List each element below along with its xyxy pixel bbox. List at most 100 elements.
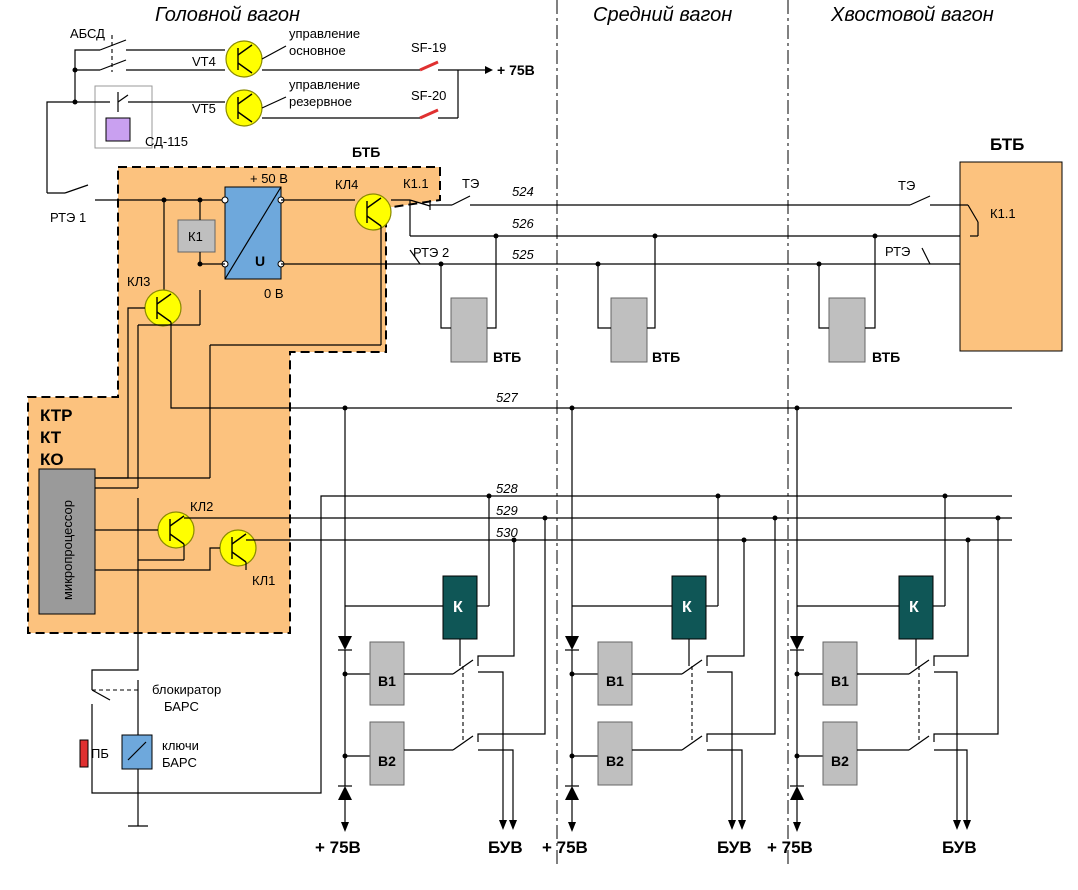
diode-top-tail [790,636,804,650]
rte1-contact [64,184,89,194]
buv-label-middle: БУВ [717,838,752,857]
control-main-label-2: основное [289,43,346,58]
arrow-down [793,822,801,832]
te-tail-label: ТЭ [898,178,915,193]
microprocessor [38,468,96,615]
b1-label-head: В1 [378,673,396,689]
rte2-contact [409,249,421,265]
control-block [27,166,441,634]
buv-line-1 [707,671,733,820]
pb-label: ПБ [91,746,109,761]
diode-top-head [338,636,352,650]
converter-u-label: U [255,253,265,269]
header-head-car: Головной вагон [155,4,300,26]
junction-dot [486,493,492,499]
btb-head-label: БТБ [352,144,380,160]
wire-526-label: 526 [512,216,534,231]
header-middle-car: Средний вагон [593,4,732,26]
plus75-bottom-label-middle: + 75В [542,838,588,857]
buv-line-2 [934,749,968,820]
plus75-bottom-label-tail: + 75В [767,838,813,857]
k1-relay [177,219,216,253]
buv-line-2 [478,749,514,820]
kl3-label: КЛ3 [127,274,150,289]
relay-k-middle [671,575,707,640]
arrow-down [738,820,746,830]
junction-dot [715,493,721,499]
b1-tail [822,641,858,706]
pb-button[interactable] [79,739,89,768]
junction-dot [794,671,800,677]
b2-label-head: В2 [378,753,396,769]
junction-dot [772,515,778,521]
junction-dot [569,671,575,677]
vtb-head [438,233,499,363]
contact-link-529 [933,518,999,742]
b1-label-tail: В1 [831,673,849,689]
kl4-transistor [354,193,392,231]
control-main-label-1: управление [289,26,360,41]
sf20-fuse [419,108,439,120]
wire-524-label: 524 [512,184,534,199]
arrow-down [341,822,349,832]
buv-line-1 [934,671,958,820]
kt-label: КТ [40,428,62,447]
btb-tail-label: БТБ [990,135,1024,154]
sd115-contact [117,94,129,103]
kl1-label: КЛ1 [252,573,275,588]
rte-tail-label: РТЭ [885,244,910,259]
b1-middle [597,641,633,706]
wire-529-label: 529 [496,503,518,518]
relay-k-tail [898,575,934,640]
buv-label-head: БУВ [488,838,523,857]
plus50-label: + 50 В [250,171,288,186]
junction-dot [511,537,517,543]
junction-dot [542,515,548,521]
sf19-fuse [419,60,439,72]
blocker-label-1: блокиратор [152,682,221,697]
blocker-label-2: БАРС [164,699,199,714]
b2-label-middle: В2 [606,753,624,769]
b1-head [369,641,405,706]
absd-label: АБСД [70,26,105,41]
rte2-label: РТЭ 2 [413,245,449,260]
diode-bottom-head [338,786,352,800]
header-tail-car: Хвостовой вагон [830,4,994,26]
junction-dot [342,671,348,677]
te-head-label: ТЭ [462,176,479,191]
junction-dot [794,405,800,411]
sd115-label: СД-115 [145,134,188,149]
contact-2-head [452,735,474,751]
absd-contact-1 [99,39,127,51]
junction-dot [942,493,948,499]
keys-bars [121,734,153,770]
control-reserve-label-2: резервное [289,94,352,109]
sf20-label: SF-20 [411,88,446,103]
te-tail-contact [909,195,931,206]
wire-530-label: 530 [496,525,518,540]
wire-528 [300,495,1012,794]
te-head-contact [451,195,471,206]
contact-2-middle [681,735,703,751]
vt5-transistor [225,89,263,127]
contact-2-tail [908,735,930,751]
vt4-transistor [225,40,263,78]
junction-dot [569,753,575,759]
ko-label: КО [40,450,64,469]
rte1-label: РТЭ 1 [50,210,86,225]
vtb-middle [595,233,658,363]
sf19-label: SF-19 [411,40,446,55]
arrow-down [953,820,961,830]
contact-link-530 [933,540,969,666]
wire-527-label: 527 [496,390,518,405]
diode-bottom-tail [790,786,804,800]
arrow-down [499,820,507,830]
control-reserve-label-1: управление [289,77,360,92]
diode-bottom-middle [565,786,579,800]
junction-dot [741,537,747,543]
junction-dot [569,405,575,411]
ktr-label: КТР [40,406,73,425]
vt5-label: VT5 [192,101,216,116]
plus75-top-label: + 75В [497,62,535,78]
